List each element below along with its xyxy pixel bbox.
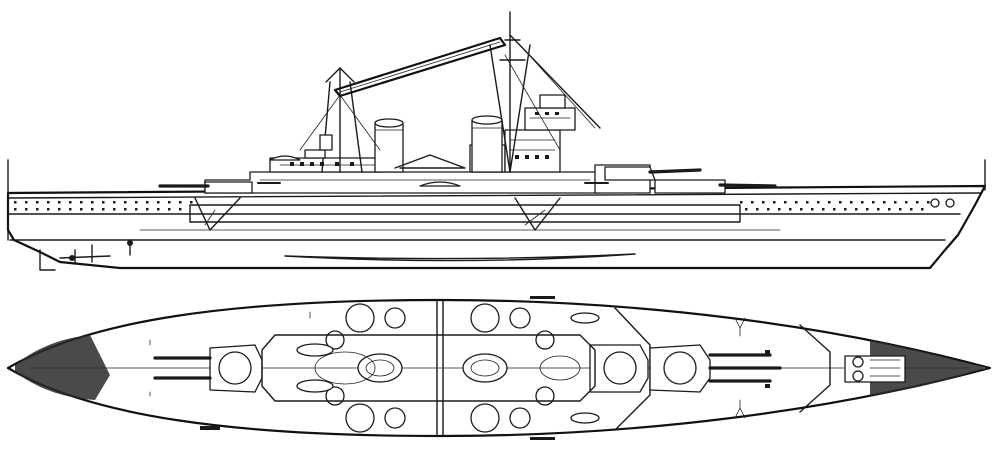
bow-anchors [930,198,955,208]
porthole [157,208,160,211]
porthole [168,201,171,204]
porthole [806,201,809,204]
deck-fittings [149,311,746,419]
porthole [25,208,28,211]
boats-plan [296,312,600,424]
bollards [200,296,770,440]
porthole [894,201,897,204]
turret-b-side [654,179,777,194]
turret-y-plan [153,344,263,393]
porthole [833,208,836,211]
crane-boom [333,36,507,98]
porthole [69,201,72,204]
porthole [910,208,913,211]
porthole [102,208,105,211]
porthole [866,208,869,211]
porthole [822,208,825,211]
porthole [800,208,803,211]
catapult [394,154,466,169]
porthole [740,201,743,204]
porthole [811,208,814,211]
porthole [789,208,792,211]
porthole [828,201,831,204]
porthole [190,201,193,204]
porthole [773,201,776,204]
profile-hull [6,184,987,270]
porthole [124,208,127,211]
porthole [80,201,83,204]
porthole [767,208,770,211]
porthole [179,201,182,204]
porthole [36,208,39,211]
porthole [751,201,754,204]
porthole [888,208,891,211]
porthole [795,201,798,204]
porthole [899,208,902,211]
porthole [36,201,39,204]
main-mast [489,11,601,173]
porthole [850,201,853,204]
porthole [25,201,28,204]
funnels-plan [357,353,508,383]
porthole [69,208,72,211]
porthole [113,208,116,211]
plan-view [6,296,992,440]
porthole [58,208,61,211]
porthole [102,201,105,204]
porthole [872,201,875,204]
side-profile-view [6,11,987,271]
porthole [861,201,864,204]
superstructure-plan [261,334,596,402]
porthole [58,201,61,204]
porthole [855,208,858,211]
porthole [135,201,138,204]
porthole [47,201,50,204]
porthole [80,208,83,211]
porthole [14,208,17,211]
rudder-and-propellers [39,239,133,271]
porthole [877,208,880,211]
porthole [905,201,908,204]
porthole [778,208,781,211]
porthole [756,208,759,211]
stern-deck-hatching [15,335,110,400]
bilge-keel [284,253,636,262]
porthole [91,208,94,211]
turret-a-side [604,166,702,181]
plan-hull-outline [6,298,992,438]
porthole [135,208,138,211]
porthole [921,208,924,211]
porthole [179,208,182,211]
porthole [91,201,94,204]
forward-funnel [374,118,404,173]
porthole [14,201,17,204]
porthole [844,208,847,211]
secondary-turrets-plan [325,303,555,433]
porthole [916,201,919,204]
porthole [146,201,149,204]
porthole [839,201,842,204]
porthole [762,201,765,204]
porthole [146,208,149,211]
porthole [927,201,930,204]
porthole [883,201,886,204]
bow-anchor-gear [844,355,906,383]
porthole [817,201,820,204]
turret-b-plan [589,344,649,393]
porthole [745,208,748,211]
porthole [47,208,50,211]
porthole [124,201,127,204]
turret-y-side [158,181,253,194]
porthole [113,201,116,204]
armor-belt [189,204,741,223]
porthole [784,201,787,204]
portholes [14,201,930,211]
porthole [157,201,160,204]
porthole [168,208,171,211]
after-funnel [471,115,503,173]
ships-boats [269,134,461,187]
turret-a-plan [649,344,782,393]
